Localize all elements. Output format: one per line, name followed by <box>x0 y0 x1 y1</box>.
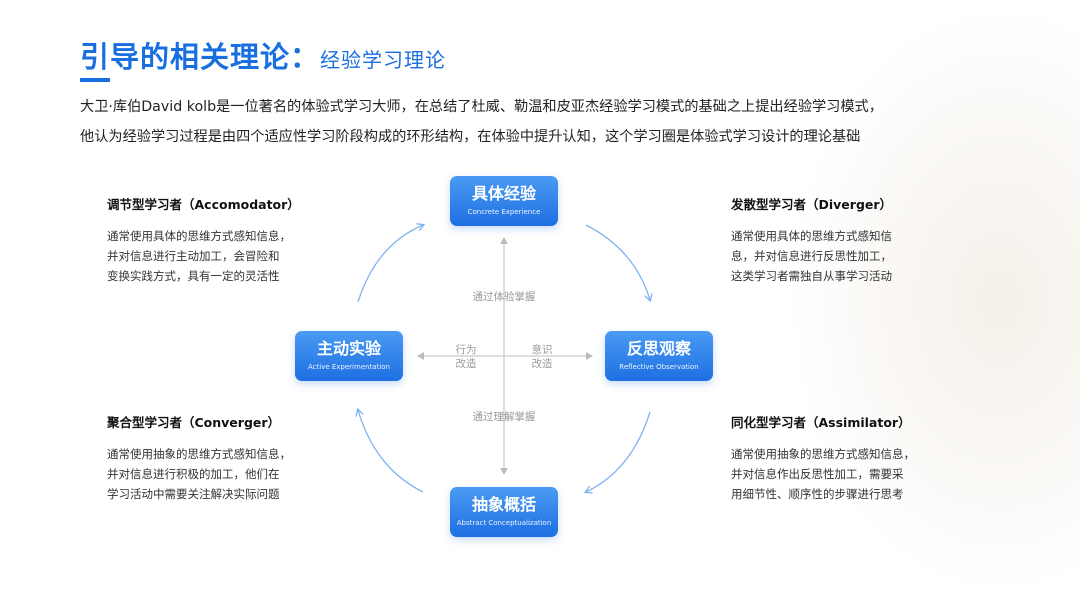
axis-label-transform-by-reflection: 意识 改造 <box>522 343 562 371</box>
description-line: 通常使用具体的思维方式感知信 <box>731 226 961 246</box>
arc-left-to-top <box>358 225 423 302</box>
learner-assimilator: 同化型学习者（Assimilator） 通常使用抽象的思维方式感知信息， 并对信… <box>731 414 961 504</box>
learner-accomodator: 调节型学习者（Accomodator） 通常使用具体的思维方式感知信息， 并对信… <box>107 196 337 286</box>
axis-label-transform-by-action: 行为 改造 <box>446 343 486 371</box>
description-line: 通常使用抽象的思维方式感知信息， <box>731 444 961 464</box>
stage-label: 抽象概括 <box>450 495 558 515</box>
learner-title: 同化型学习者（Assimilator） <box>731 414 961 432</box>
description-line: 学习活动中需要关注解决实际问题 <box>107 484 337 504</box>
learner-description: 通常使用抽象的思维方式感知信息， 并对信息进行积极的加工，他们在 学习活动中需要… <box>107 444 337 504</box>
description-line: 这类学习者需独自从事学习活动 <box>731 266 961 286</box>
learner-description: 通常使用抽象的思维方式感知信息， 并对信息作出反思性加工，需要采 用细节性、顺序… <box>731 444 961 504</box>
learner-converger: 聚合型学习者（Converger） 通常使用抽象的思维方式感知信息， 并对信息进… <box>107 414 337 504</box>
axis-label-line: 改造 <box>446 357 486 371</box>
arc-bottom-to-left <box>358 410 423 492</box>
stage-abstract-conceptualization: 抽象概括 Abstract Conceptualization <box>450 487 558 537</box>
stage-active-experimentation: 主动实验 Active Experimentation <box>295 331 403 381</box>
stage-label: 主动实验 <box>295 339 403 359</box>
stage-label: 反思观察 <box>605 339 713 359</box>
stage-concrete-experience: 具体经验 Concrete Experience <box>450 176 558 226</box>
description-line: 通常使用具体的思维方式感知信息， <box>107 226 337 246</box>
description-line: 通常使用抽象的思维方式感知信息， <box>107 444 337 464</box>
learner-title: 发散型学习者（Diverger） <box>731 196 961 214</box>
learner-description: 通常使用具体的思维方式感知信息， 并对信息进行主动加工，会冒险和 变换实践方式，… <box>107 226 337 286</box>
description-line: 息，并对信息进行反思性加工， <box>731 246 961 266</box>
learner-diverger: 发散型学习者（Diverger） 通常使用具体的思维方式感知信 息，并对信息进行… <box>731 196 961 286</box>
axis-label-line: 改造 <box>522 357 562 371</box>
learner-title: 聚合型学习者（Converger） <box>107 414 337 432</box>
stage-label-en: Active Experimentation <box>295 361 403 373</box>
stage-label: 具体经验 <box>450 184 558 204</box>
learner-description: 通常使用具体的思维方式感知信 息，并对信息进行反思性加工， 这类学习者需独自从事… <box>731 226 961 286</box>
axis-label-line: 意识 <box>522 343 562 357</box>
stage-label-en: Abstract Conceptualization <box>450 517 558 529</box>
description-line: 变换实践方式，具有一定的灵活性 <box>107 266 337 286</box>
axis-label-grasp-by-comprehension: 通过理解掌握 <box>464 410 544 424</box>
axis-label-grasp-by-experience: 通过体验掌握 <box>464 290 544 304</box>
description-line: 并对信息作出反思性加工，需要采 <box>731 464 961 484</box>
arc-right-to-bottom <box>586 412 650 492</box>
axis-label-line: 行为 <box>446 343 486 357</box>
learner-title: 调节型学习者（Accomodator） <box>107 196 337 214</box>
description-line: 并对信息进行主动加工，会冒险和 <box>107 246 337 266</box>
stage-reflective-observation: 反思观察 Reflective Observation <box>605 331 713 381</box>
arc-top-to-right <box>586 225 650 300</box>
description-line: 用细节性、顺序性的步骤进行思考 <box>731 484 961 504</box>
description-line: 并对信息进行积极的加工，他们在 <box>107 464 337 484</box>
stage-label-en: Reflective Observation <box>605 361 713 373</box>
stage-label-en: Concrete Experience <box>450 206 558 218</box>
